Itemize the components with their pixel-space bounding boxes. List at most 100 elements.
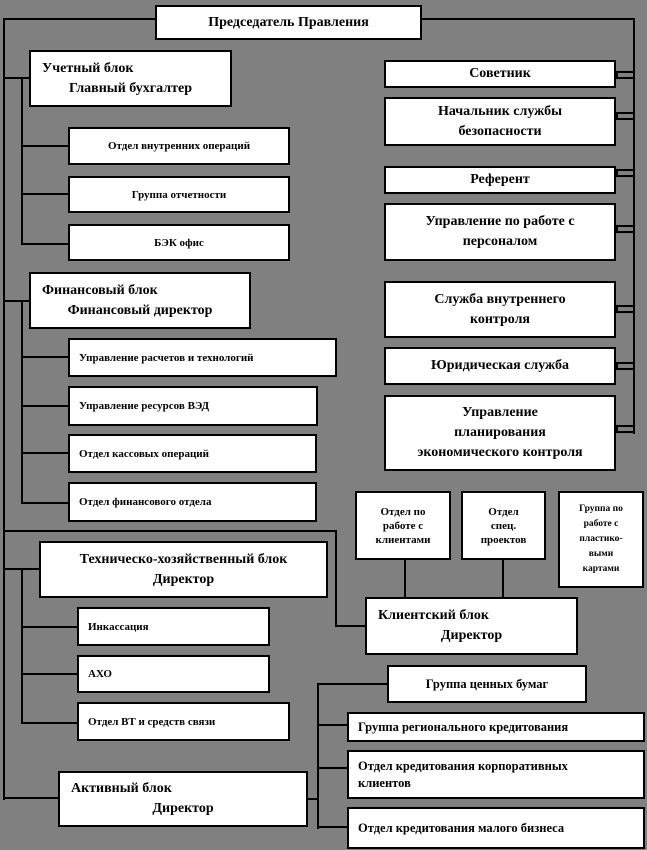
connector-o-kass <box>21 452 68 454</box>
box-label: Группа отчетности <box>131 188 227 201</box>
box-label: Юридическая служба <box>430 358 570 373</box>
box-label: пластико- <box>579 534 623 544</box>
connector-g-cen <box>317 683 387 685</box>
connector-o-spec-drop <box>502 560 504 597</box>
connector-o-vt <box>21 722 77 724</box>
box-label: Отдел по <box>380 505 426 518</box>
connector-chairman-left <box>3 18 155 20</box>
box-label: Отдел кассовых операций <box>79 447 209 460</box>
org-box-regional-lending: Группа регионального кредитования <box>347 712 645 742</box>
box-label: Активный блок <box>71 781 172 796</box>
box-label: работе с <box>583 519 619 529</box>
org-box-special-projects: Отдел спец. проектов <box>461 491 546 560</box>
connector-o-mal <box>317 826 347 828</box>
connector-chairman-right <box>422 18 635 20</box>
connector-aktiv-credit <box>308 798 319 800</box>
box-label: спец. <box>490 519 517 532</box>
box-label: Советник <box>469 66 531 81</box>
box-label: Управление <box>462 405 538 420</box>
box-label: контроля <box>469 311 531 327</box>
connector-klient-horizontal <box>3 530 337 532</box>
org-box-referent: Референт <box>384 166 616 194</box>
org-box-settlements-tech: Управление расчетов и технологий <box>68 338 337 377</box>
box-label: планирования <box>454 425 546 440</box>
box-label: АХО <box>88 668 112 680</box>
org-box-corporate-lending: Отдел кредитования корпоративных клиенто… <box>347 750 645 799</box>
box-label: Группа по <box>579 504 623 514</box>
box-label: Отдел кредитования корпоративных <box>358 758 568 773</box>
org-box-client-block: Клиентский блок Директор <box>365 597 578 655</box>
tab-u-plan <box>616 425 635 433</box>
connector-uchetny <box>3 77 29 79</box>
connector-o-klient-drop <box>404 560 406 597</box>
tab-referent <box>616 169 635 177</box>
box-label: Начальник службы <box>437 103 563 119</box>
spine-left <box>3 18 5 800</box>
box-label: Отдел финансового отдела <box>79 496 212 508</box>
box-label: Финансовый директор <box>67 302 213 318</box>
tab-sovetnik <box>616 71 635 79</box>
box-label: персоналом <box>462 234 538 249</box>
box-label: Директор <box>440 628 503 643</box>
box-label: Группа ценных бумаг <box>425 676 549 691</box>
box-label: Учетный блок <box>42 60 134 76</box>
box-label: Управление по работе с <box>425 214 575 229</box>
box-label: картами <box>582 564 620 574</box>
org-box-chairman: Председатель Правления <box>155 5 422 40</box>
box-label: Отдел кредитования малого бизнеса <box>358 820 565 835</box>
box-label: Финансовый блок <box>42 282 158 298</box>
box-label: БЭК офис <box>154 236 204 249</box>
spine-fin-sub <box>21 300 23 504</box>
connector-bek <box>21 243 68 245</box>
connector-gruppa-otch <box>21 193 68 195</box>
connector-aho <box>21 673 77 675</box>
org-box-securities-group: Группа ценных бумаг <box>387 665 587 703</box>
org-box-hr: Управление по работе с персоналом <box>384 203 616 261</box>
box-label: Председатель Правления <box>208 14 369 30</box>
org-box-technical-block: Техническо-хозяйственный блок Директор <box>39 541 328 598</box>
connector-klient-vertical <box>335 530 337 627</box>
connector-klient-in <box>335 625 365 627</box>
connector-g-reg <box>317 724 347 726</box>
connector-aktiv <box>3 797 58 799</box>
org-box-accounting-block: Учетный блок Главный бухгалтер <box>29 50 232 107</box>
org-box-active-block: Активный блок Директор <box>58 771 308 827</box>
org-box-cash-operations: Отдел кассовых операций <box>68 434 317 473</box>
org-box-client-work-dept: Отдел по работе с клиентами <box>355 491 451 560</box>
org-box-it-communications: Отдел ВТ и средств связи <box>77 702 290 741</box>
tab-nachalnik <box>616 112 635 120</box>
org-box-finance-block: Финансовый блок Финансовый директор <box>29 272 251 329</box>
box-label: клиентами <box>375 533 431 546</box>
connector-o-korp <box>317 767 347 769</box>
box-label: Отдел <box>488 505 519 518</box>
spine-uchetny-sub <box>21 77 23 245</box>
box-label: Референт <box>470 172 530 187</box>
tab-u-pers <box>616 225 635 233</box>
box-label: работе с <box>382 519 424 532</box>
box-label: клиентов <box>358 775 411 790</box>
box-label: Управление расчетов и технологий <box>79 351 254 364</box>
box-label: Отдел ВТ и средств связи <box>88 715 216 728</box>
tab-sl-vk <box>616 305 635 313</box>
box-label: Служба внутреннего <box>434 291 566 307</box>
box-label: Клиентский блок <box>378 608 489 623</box>
connector-o-fin <box>21 502 68 504</box>
connector-fin <box>3 300 29 302</box>
box-label: Техническо-хозяйственный блок <box>79 551 288 567</box>
org-box-collection: Инкассация <box>77 607 270 646</box>
org-box-legal: Юридическая служба <box>384 347 616 385</box>
box-label: Группа регионального кредитования <box>358 719 569 734</box>
org-box-internal-control: Служба внутреннего контроля <box>384 281 616 338</box>
box-label: проектов <box>480 533 527 546</box>
org-box-reporting-group: Группа отчетности <box>68 176 290 213</box>
box-label: Директор <box>152 801 214 816</box>
connector-otdel-vnutr <box>21 145 68 147</box>
box-label: экономического контроля <box>417 445 583 460</box>
connector-u-res <box>21 405 68 407</box>
connector-inkas <box>21 626 77 628</box>
box-label: выми <box>588 549 614 559</box>
box-label: Управление ресурсов ВЭД <box>79 400 210 412</box>
org-box-small-business-lending: Отдел кредитования малого бизнеса <box>347 807 645 849</box>
box-label: Директор <box>152 571 215 587</box>
